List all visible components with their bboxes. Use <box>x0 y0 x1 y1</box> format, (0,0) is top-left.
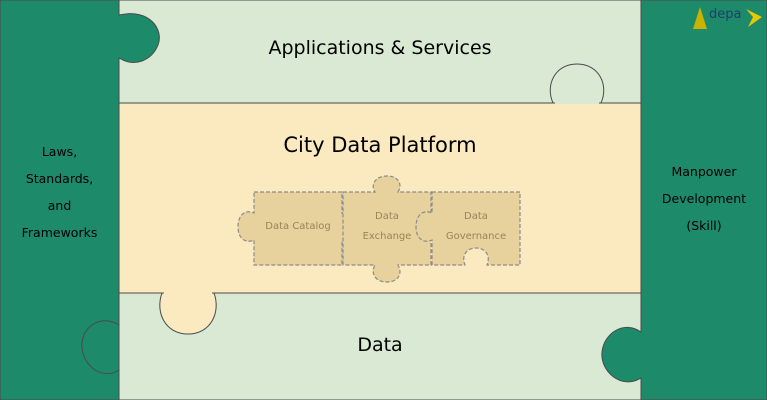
data-governance-label: Data Governance <box>432 207 520 247</box>
governance-line-2: Governance <box>445 231 507 242</box>
laws-line-3: and <box>47 198 72 213</box>
manpower-development-label: Manpower Development (Skill) <box>641 158 767 239</box>
laws-line-4: Frameworks <box>21 225 98 240</box>
seam-cover-1 <box>555 101 599 104</box>
laws-standards-frameworks-label: Laws, Standards, and Frameworks <box>0 138 119 246</box>
city-data-platform-title: City Data Platform <box>283 133 477 157</box>
right-panel-bg <box>601 0 767 400</box>
inner-puzzle <box>237 175 521 283</box>
data-exchange-label: Data Exchange <box>343 207 431 247</box>
left-bottom-knob <box>81 320 120 375</box>
seam-cover-2 <box>164 292 212 295</box>
top-band-knob <box>549 63 605 104</box>
manpower-line-2: Development <box>661 191 747 206</box>
governance-line-1: Data <box>464 211 488 222</box>
left-panel-bg <box>0 0 160 400</box>
data-label: Data <box>357 334 403 356</box>
logo-mark-icon <box>693 7 707 29</box>
laws-line-2: Standards, <box>25 171 94 186</box>
exchange-line-1: Data <box>375 211 399 222</box>
laws-line-1: Laws, <box>41 144 78 159</box>
logo-text: depa <box>709 7 742 22</box>
applications-services-label: Applications & Services <box>268 37 492 59</box>
catalog-line-1: Data Catalog <box>265 221 331 232</box>
manpower-line-3: (Skill) <box>686 218 722 233</box>
exchange-line-2: Exchange <box>362 231 412 242</box>
manpower-line-1: Manpower <box>671 164 737 179</box>
logo-arrow-icon <box>746 9 762 27</box>
data-catalog-label: Data Catalog <box>254 217 342 237</box>
center-band-knob <box>159 292 217 335</box>
depa-logo: depa <box>690 3 767 33</box>
piece-data-governance <box>415 191 521 266</box>
